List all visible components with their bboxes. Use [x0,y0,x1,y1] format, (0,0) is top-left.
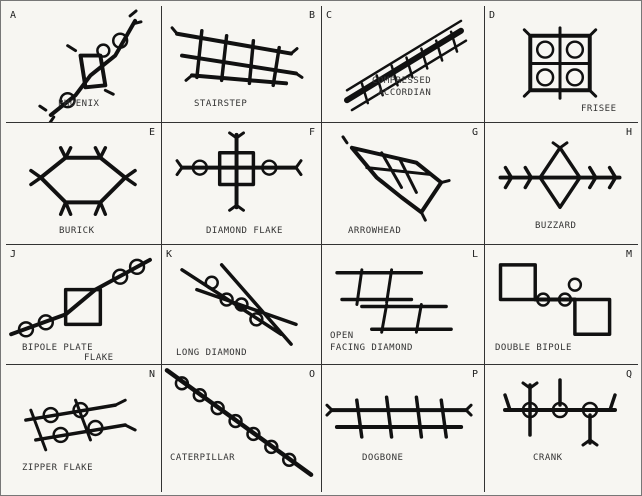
pattern-name: COMPRESSED [372,76,432,86]
cell-letter: B [308,10,315,21]
pattern-name: DOUBLE BIPOLE [495,343,572,353]
cell-letter: E [148,127,155,138]
cell-h: H BUZZARD [485,123,638,245]
cell-j: J BIPOLE PLATE FLAKE [6,245,162,365]
arrowhead-drawing [341,135,451,222]
cell-letter: D [489,10,496,21]
cell-o: O CATERPILLAR [162,365,322,492]
pattern-name: PHOENIX [58,99,100,109]
pattern-name: ZIPPER FLAKE [22,463,94,473]
pattern-name: BUZZARD [535,221,577,231]
cell-g: G ARROWHEAD [322,123,485,245]
pattern-name: OPEN [330,331,354,341]
pattern-name-line2: ACCORDIAN [378,88,432,98]
cell-letter: C [326,10,333,21]
cell-letter: J [10,249,17,260]
buzzard-drawing [498,141,622,210]
cell-n: N ZIPPER FLAKE [6,365,162,492]
cell-a: A PHOENIX [6,6,162,123]
cell-b: B STAIRSTEP [162,6,322,123]
diamond-flake-drawing [175,131,303,212]
cell-m: M DOUBLE BIPOLE [485,245,638,365]
pattern-name: CATERPILLAR [170,453,236,463]
crank-drawing [503,378,617,447]
cell-f: F DIAMOND FLAKE [162,123,322,245]
cell-letter: Q [625,369,632,380]
zipper-flake-drawing [24,398,137,452]
open-facing-diamond-drawing [335,268,453,334]
cell-letter: N [148,369,155,380]
cell-letter: K [166,249,173,260]
cell-letter: O [308,369,315,380]
caterpillar-drawing [164,368,314,477]
long-diamond-drawing [180,263,298,346]
cell-d: D FRISEE [485,6,638,123]
double-bipole-drawing [498,263,612,336]
cell-e: E BURICK [6,123,162,245]
cell-letter: H [625,127,632,138]
cell-letter: L [471,249,478,260]
burick-drawing [29,146,137,216]
compressed-accordian-drawing [344,19,468,112]
cell-c: C COMPRESSED ACCORDIAN [322,6,485,123]
pattern-name: ARROWHEAD [348,226,402,236]
pattern-grid: A PHOENIX B STAIRSTEP C [6,6,638,492]
cell-q: Q CRANK [485,365,638,492]
pattern-name: DIAMOND FLAKE [206,226,283,236]
bipole-plate-flake-drawing [9,257,152,338]
cell-letter: M [625,249,632,260]
phoenix-drawing [38,9,143,122]
frisee-drawing [522,26,598,100]
pattern-name-line2: FLAKE [84,353,114,363]
pattern-name: BIPOLE PLATE [22,343,94,353]
cell-letter: G [471,127,478,138]
cell-letter: F [308,127,315,138]
cell-letter: P [471,369,478,380]
pattern-name: DOGBONE [362,453,404,463]
pattern-name: LONG DIAMOND [176,348,248,358]
cell-k: K LONG DIAMOND [162,245,322,365]
cell-l: L OPEN FACING DIAMOND [322,245,485,365]
pattern-name-line2: FACING DIAMOND [330,343,413,353]
pattern-name: FRISEE [581,104,617,114]
cell-p: P DOGBONE [322,365,485,492]
pattern-name: BURICK [59,226,95,236]
dogbone-drawing [325,395,473,439]
pattern-name: CRANK [533,453,563,463]
pattern-name: STAIRSTEP [194,99,248,109]
stairstep-drawing [170,26,304,88]
cell-letter: A [10,10,17,21]
